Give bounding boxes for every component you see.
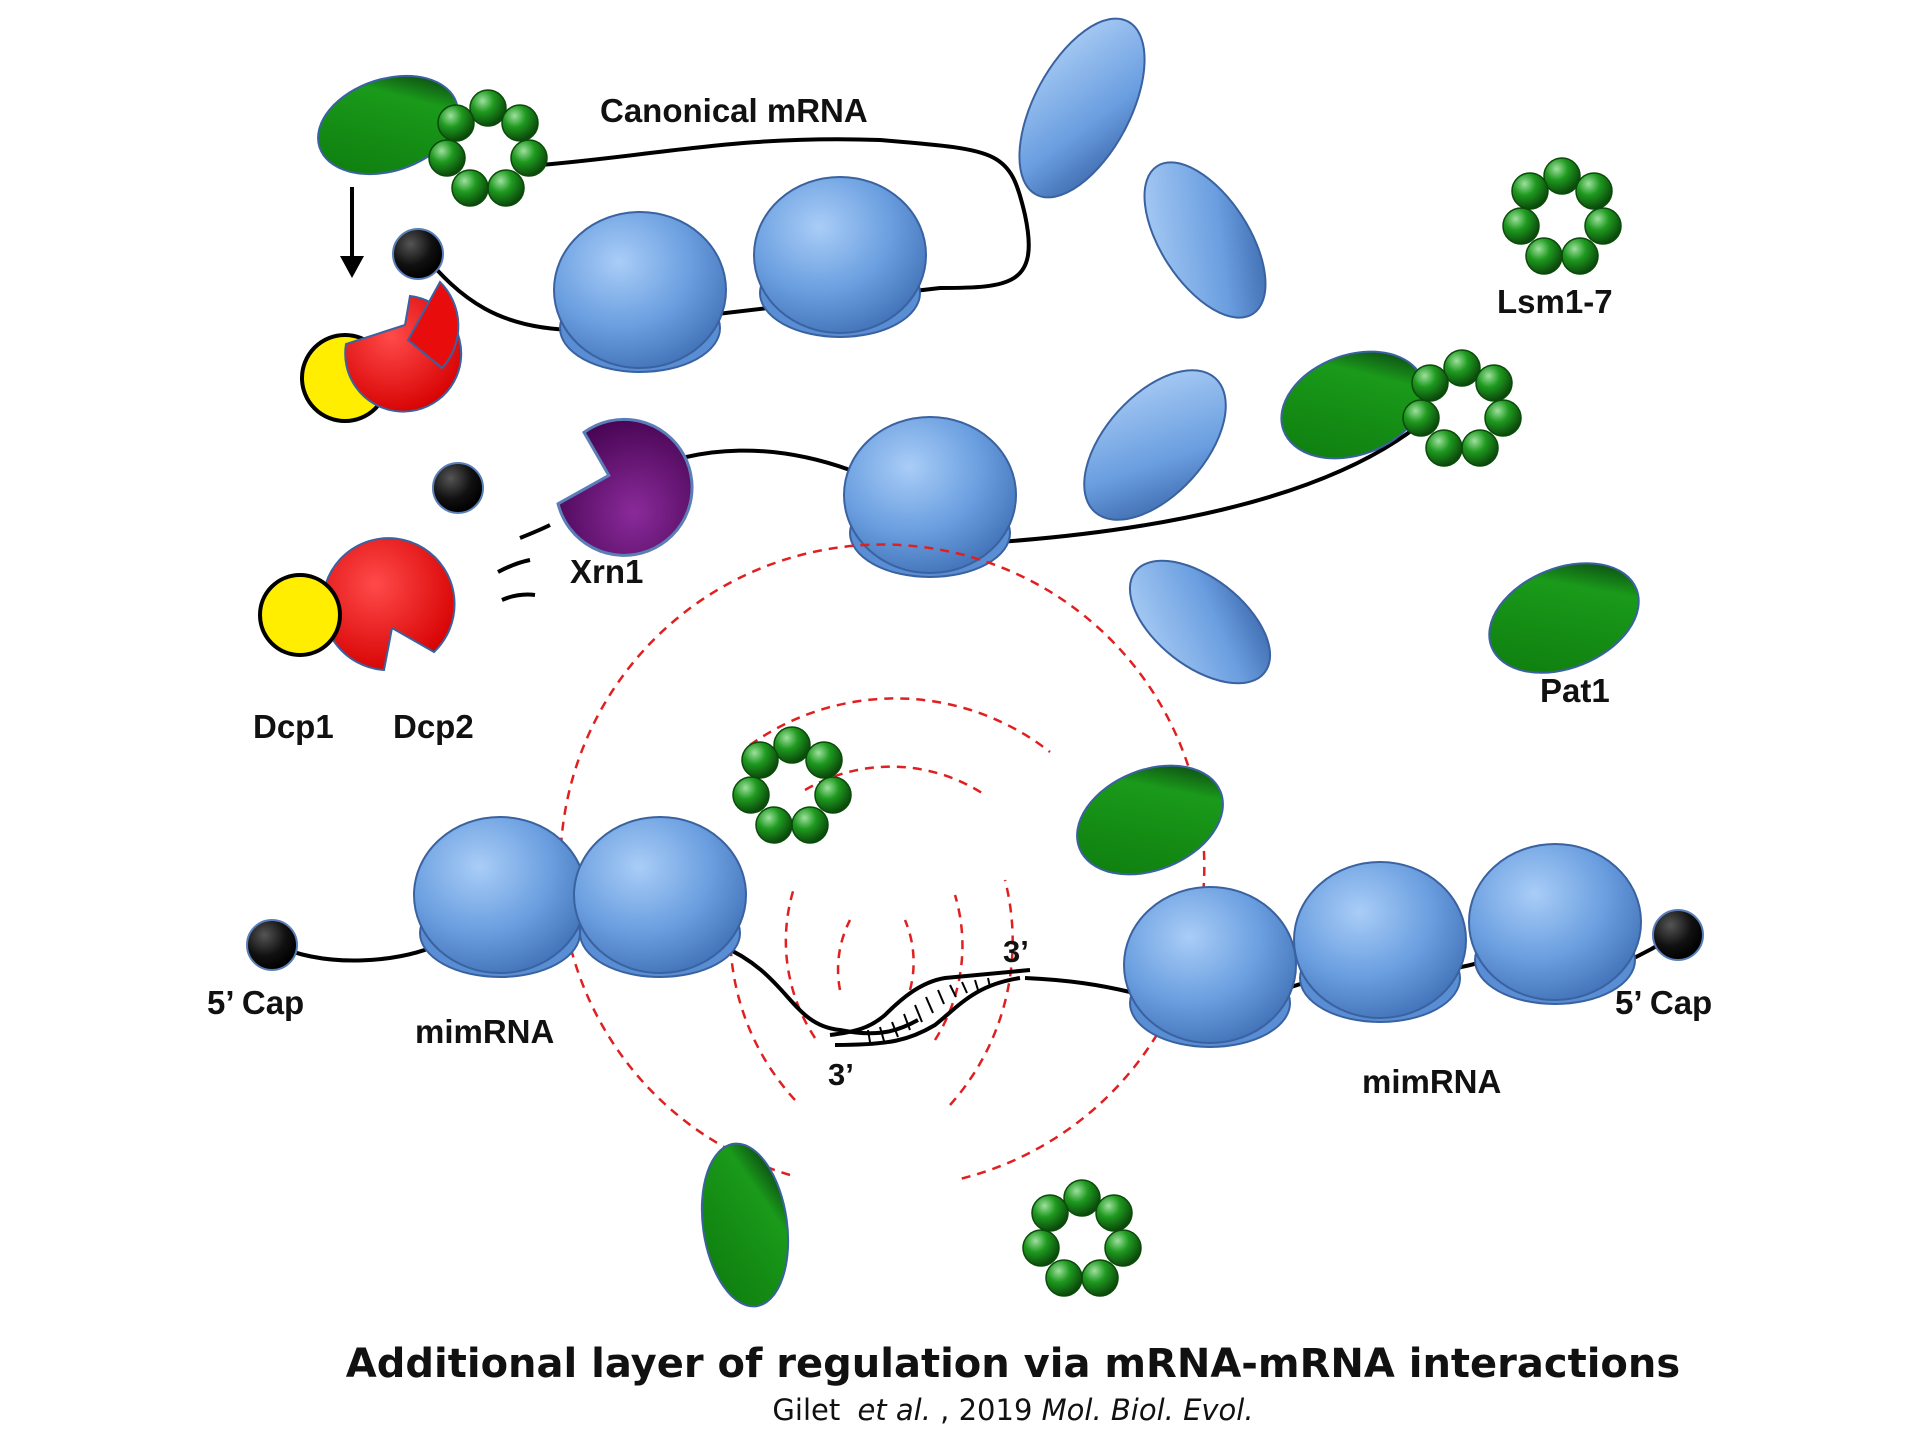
canonical-mrna-label: Canonical mRNA xyxy=(600,92,868,129)
xrn1-exonuclease xyxy=(556,417,694,557)
canonical-mrna-strand xyxy=(418,137,1031,333)
ribosome xyxy=(553,211,727,373)
ribosome xyxy=(753,176,927,338)
dcp1-label: Dcp1 xyxy=(253,708,334,745)
ribosome xyxy=(1468,843,1642,1005)
ribosome xyxy=(573,816,747,978)
degraded-rna-fragment xyxy=(519,523,551,540)
arrow-head xyxy=(340,256,364,278)
lsm1-7-label: Lsm1-7 xyxy=(1497,283,1613,320)
lsm1-7-ring xyxy=(1022,1179,1142,1297)
lsm1-7-ring xyxy=(1502,157,1622,275)
mimrna-strand-3prime-lower xyxy=(834,976,1021,1047)
dcp2-label: Dcp2 xyxy=(393,708,474,745)
citation-year: , 2019 xyxy=(940,1393,1041,1427)
three-prime-lower-label: 3’ xyxy=(828,1057,854,1092)
mimrna-strand-3prime-upper xyxy=(829,968,1031,1037)
cap-right-label: 5’ Cap xyxy=(1615,984,1712,1021)
ribosome-subunit xyxy=(1083,369,1227,521)
lsm1-7-ring xyxy=(732,726,852,844)
pat1-protein xyxy=(700,1142,790,1308)
ribosome-subunit xyxy=(1143,161,1267,319)
ribosome xyxy=(1293,861,1467,1023)
ribosome xyxy=(413,816,587,978)
degraded-rna-fragment xyxy=(497,558,531,574)
degraded-rna-fragment xyxy=(501,592,536,602)
mimrna-cap-left xyxy=(246,919,298,971)
mrna-cap xyxy=(392,228,444,280)
xrn1-label: Xrn1 xyxy=(570,553,643,590)
ribosome-subunit xyxy=(1018,17,1146,199)
ribosome xyxy=(843,416,1017,578)
ribosome xyxy=(1123,886,1297,1048)
pat1-label: Pat1 xyxy=(1540,672,1610,709)
caption-title: Additional layer of regulation via mRNA-… xyxy=(346,1341,1680,1387)
base-pairing-hatch xyxy=(867,977,991,1043)
mimrna-left-label: mimRNA xyxy=(415,1013,554,1050)
mimrna-right-label: mimRNA xyxy=(1362,1063,1501,1100)
dcp2-protein xyxy=(321,537,456,672)
citation-authors: Gilet xyxy=(772,1393,840,1427)
caption-citation: Gilet et al. , 2019 Mol. Biol. Evol. xyxy=(772,1393,1253,1427)
pat1-protein xyxy=(1076,764,1224,876)
lsm1-7-ring xyxy=(1402,349,1522,467)
cap-left-label: 5’ Cap xyxy=(207,984,304,1021)
pat1-protein xyxy=(317,74,459,176)
dcp1-protein xyxy=(258,573,342,657)
citation-journal: Mol. Biol. Evol. xyxy=(1042,1393,1254,1427)
released-cap xyxy=(432,462,484,514)
lsm1-7-ring xyxy=(428,89,548,207)
ribosome-subunit xyxy=(1128,559,1272,685)
three-prime-upper-label: 3’ xyxy=(1003,934,1029,969)
mimrna-cap-right xyxy=(1652,909,1704,961)
pat1-protein xyxy=(1488,562,1640,674)
dcp2-protein xyxy=(406,280,460,370)
citation-et-al: et al. xyxy=(857,1393,930,1427)
